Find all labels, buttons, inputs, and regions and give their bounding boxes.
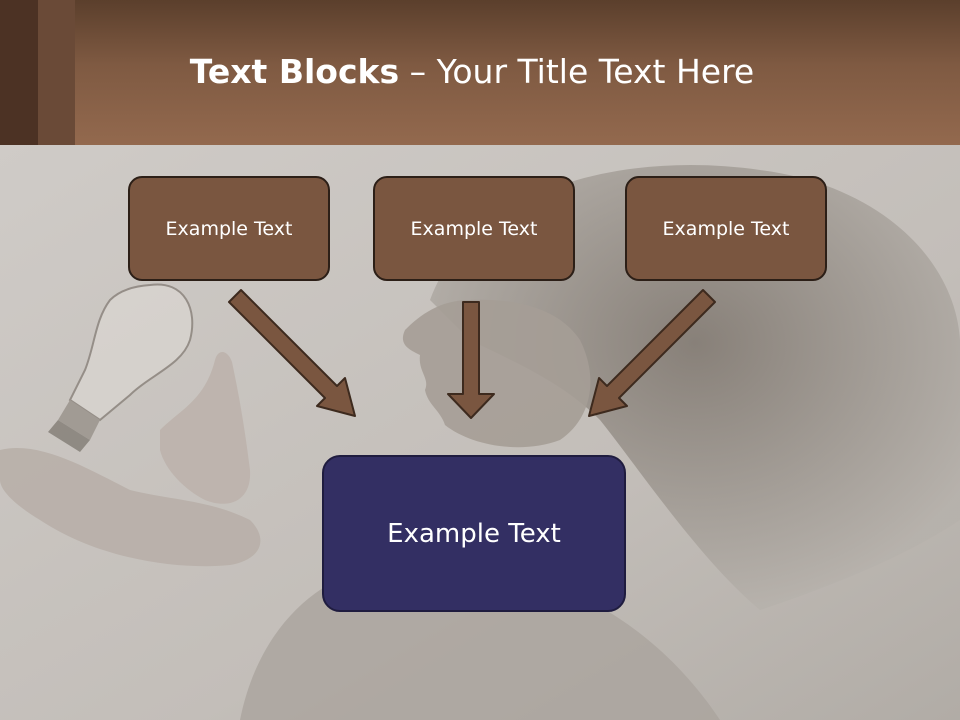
main-text-block-label: Example Text <box>387 518 561 549</box>
text-block-2[interactable]: Example Text <box>373 176 575 281</box>
text-block-1[interactable]: Example Text <box>128 176 330 281</box>
text-block-3[interactable]: Example Text <box>625 176 827 281</box>
main-text-block[interactable]: Example Text <box>322 455 626 612</box>
arrow-down-icon <box>447 301 495 419</box>
header-accent-mid <box>38 0 75 145</box>
header-band <box>0 0 960 145</box>
slide-title: Text Blocks – Your Title Text Here <box>0 52 944 91</box>
header-accent-dark <box>0 0 38 145</box>
text-block-1-label: Example Text <box>165 217 293 240</box>
title-rest: – Your Title Text Here <box>399 52 755 91</box>
text-block-2-label: Example Text <box>410 217 538 240</box>
title-bold: Text Blocks <box>189 52 400 91</box>
arrow-down-right-icon <box>228 289 356 417</box>
text-block-3-label: Example Text <box>662 217 790 240</box>
arrow-down-left-icon <box>588 289 716 417</box>
